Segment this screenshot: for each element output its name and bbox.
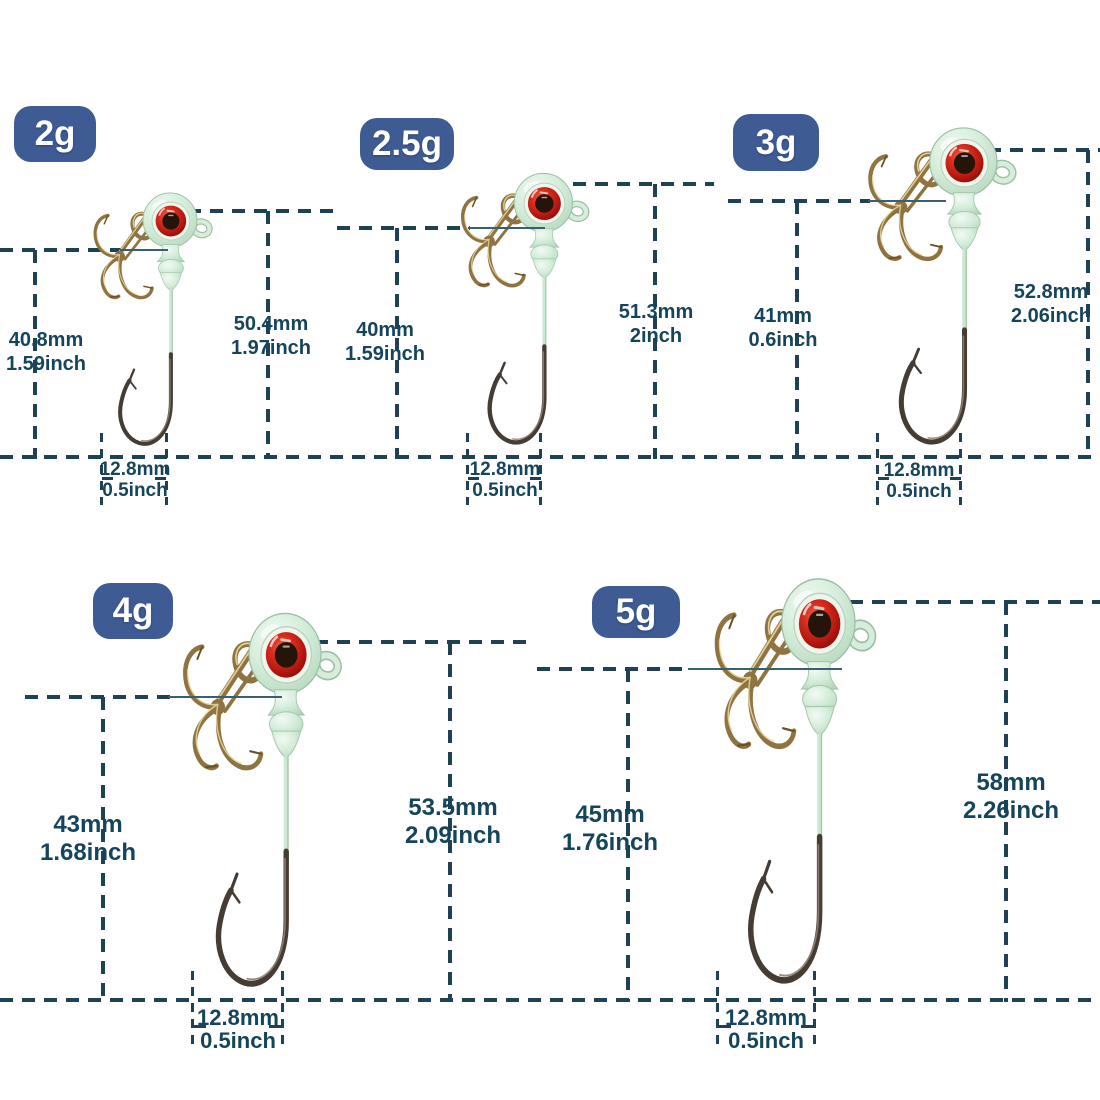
baseline-row1: [0, 455, 1100, 459]
weight-badge-3g: 3g: [733, 114, 819, 171]
hook-length-label-3g: 41mm 0.6inch: [748, 305, 818, 351]
width-tick-right-5g: [813, 971, 816, 1049]
dimension-line-left-vert-3g: [795, 201, 799, 459]
width-tick-left-4g: [191, 971, 194, 1049]
weight-badge-2.5g: 2.5g: [360, 118, 454, 170]
width-stub-right-2.5g: [530, 477, 541, 480]
total-length-label-4g: 53.5mm 2.09inch: [404, 794, 502, 849]
dimension-line-right-2.5g: [573, 182, 714, 186]
dimension-line-right-4g: [315, 640, 527, 644]
width-stub-left-5g: [719, 1025, 731, 1028]
width-tick-left-5g: [716, 971, 719, 1049]
width-stub-right-3g: [950, 477, 961, 480]
width-stub-right-4g: [269, 1025, 281, 1028]
width-stub-left-4g: [194, 1025, 206, 1028]
dimension-line-left-4g: [25, 695, 170, 699]
hook-length-label-2.5g: 40mm 1.59inch: [344, 319, 426, 365]
total-length-label-2.5g: 51.3mm 2inch: [618, 301, 694, 347]
width-tick-right-4g: [281, 971, 284, 1049]
dimension-line-right-5g: [850, 600, 1100, 604]
extension-line-4g: [168, 696, 282, 698]
total-length-label-5g: 58mm 2.26inch: [962, 769, 1060, 824]
total-length-label-2g: 50.4mm 1.97inch: [230, 313, 312, 359]
dimension-line-right-vert-4g: [448, 642, 452, 1002]
dimension-line-left-vert-2g: [33, 250, 37, 459]
extension-line-2.5g: [468, 227, 545, 229]
dimension-line-left-vert-2.5g: [395, 228, 399, 459]
dimension-line-right-vert-5g: [1004, 602, 1008, 1002]
extension-line-3g: [868, 200, 946, 202]
weight-badge-2g: 2g: [14, 106, 96, 162]
gap-width-inch-5g: 0.5inch: [728, 1028, 804, 1053]
weight-badge-5g: 5g: [592, 586, 680, 638]
gap-width-mm-5g: 12.8mm: [725, 1005, 807, 1030]
dimension-line-left-5g: [537, 667, 690, 671]
dimension-line-right-vert-2.5g: [653, 184, 657, 459]
hook-length-label-2g: 40.8mm 1.59inch: [5, 329, 87, 375]
dimension-line-left-2g: [0, 248, 122, 252]
dimension-line-right-vert-2g: [266, 211, 270, 459]
width-tick-left-2g: [100, 433, 103, 505]
width-tick-left-3g: [876, 433, 879, 505]
gap-width-inch-2g: 0.5inch: [102, 480, 168, 501]
jig-hook-image-5g: [672, 547, 916, 1011]
extension-line-2g: [120, 249, 168, 251]
width-stub-left-2g: [102, 477, 113, 480]
gap-width-mm-4g: 12.8mm: [197, 1005, 279, 1030]
dimension-line-left-2.5g: [337, 226, 470, 230]
total-length-label-3g: 52.8mm 2.06inch: [1010, 281, 1092, 327]
gap-width-mm-2.5g: 12.8mm: [469, 459, 541, 480]
width-tick-right-2g: [165, 433, 168, 505]
extension-line-5g: [688, 668, 842, 670]
width-stub-right-2g: [155, 477, 166, 480]
dimension-line-right-3g: [988, 148, 1100, 152]
width-tick-left-2.5g: [466, 433, 469, 505]
dimension-line-left-3g: [728, 199, 870, 203]
gap-width-mm-3g: 12.8mm: [883, 460, 955, 481]
gap-width-inch-4g: 0.5inch: [200, 1028, 276, 1053]
width-stub-right-5g: [801, 1025, 813, 1028]
jig-hook-image-2.5g: [427, 152, 621, 463]
gap-width-inch-2.5g: 0.5inch: [472, 480, 538, 501]
width-stub-left-2.5g: [468, 477, 479, 480]
width-tick-right-3g: [959, 433, 962, 505]
dimension-line-right-2g: [188, 209, 333, 213]
width-stub-left-3g: [878, 477, 889, 480]
width-tick-right-2.5g: [539, 433, 542, 505]
dimension-line-left-vert-4g: [101, 697, 105, 1002]
weight-badge-4g: 4g: [93, 583, 173, 639]
dimension-line-right-vert-3g: [1086, 150, 1090, 459]
baseline-row2: [0, 998, 1100, 1002]
jig-hook-image-4g: [141, 584, 381, 1012]
dimension-line-left-vert-5g: [626, 669, 630, 1002]
hook-length-label-5g: 45mm 1.76inch: [561, 801, 659, 856]
gap-width-inch-3g: 0.5inch: [886, 481, 952, 502]
hook-length-label-4g: 43mm 1.68inch: [39, 811, 137, 866]
gap-width-mm-2g: 12.8mm: [99, 459, 171, 480]
